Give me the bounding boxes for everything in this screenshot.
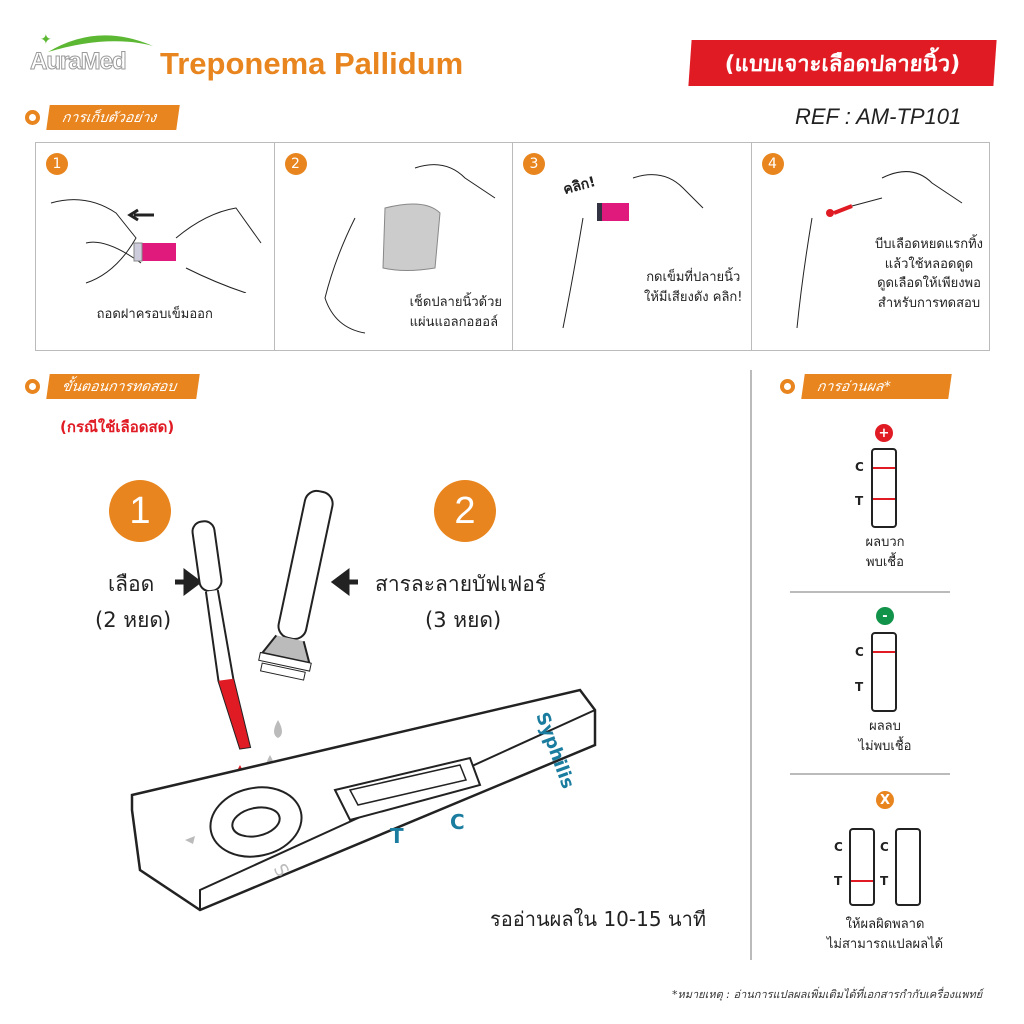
section-header-results: การอ่านผล* (780, 374, 953, 399)
procedure-subheading: (กรณีใช้เลือดสด) (60, 418, 175, 436)
step-caption: บีบเลือดหยดแรกทิ้งแล้วใช้หลอดดูดดูดเลือด… (875, 237, 983, 311)
step-number: 3 (523, 153, 545, 175)
section-title: ขั้นตอนการทดสอบ (46, 374, 200, 399)
buffer-label: สารละลายบัฟเฟอร์ (375, 572, 547, 596)
c-label: C (855, 460, 864, 474)
t-label: T (855, 680, 864, 694)
step-caption: ถอดฝาครอบเข็มออก (96, 307, 213, 322)
t-label: T (880, 874, 889, 888)
method-badge: (แบบเจาะเลือดปลายนิ้ว) (688, 40, 997, 86)
procedure-step-1-number: 1 (109, 480, 171, 542)
arrow-right-icon (175, 568, 203, 596)
logo: AuraMed (30, 48, 128, 76)
bullet-icon (780, 379, 795, 394)
negative-strip (871, 632, 897, 712)
blood-amount: (2 หยด) (95, 608, 172, 632)
svg-text:✦: ✦ (40, 32, 52, 48)
lancet-press-illustration (562, 174, 704, 329)
buffer-amount: (3 หยด) (425, 608, 502, 632)
positive-icon: + (875, 424, 893, 442)
positive-caption: ผลบวกพบเชื้อ (865, 535, 905, 570)
step-number: 4 (761, 153, 784, 175)
c-label: C (880, 840, 889, 854)
arrow-left-icon (330, 568, 358, 596)
step-caption: เช็ดปลายนิ้วด้วยแผ่นแอลกอฮอล์ (409, 295, 502, 330)
blood-dropper (191, 520, 252, 750)
section-title: การอ่านผล* (801, 374, 953, 399)
invalid-caption: ให้ผลผิดพลาดไม่สามารถแปลผลได้ (826, 917, 944, 952)
ref-code: REF : AM-TP101 (795, 104, 962, 129)
section-header-collection: การเก็บตัวอย่าง (25, 105, 181, 130)
step-caption: กดเข็มที่ปลายนิ้วให้มีเสียงดัง คลิก! (644, 270, 743, 305)
cassette-t-label: T (390, 824, 404, 848)
page-title: Treponema Pallidum (160, 46, 464, 81)
collection-step-2: 2 เช็ดปลายนิ้วด้วยแผ่นแอลกอฮอล์ (275, 143, 513, 350)
step-number: 1 (46, 153, 68, 175)
divider (790, 591, 950, 593)
negative-caption: ผลลบไม่พบเชื้อ (858, 719, 912, 754)
procedure-step-2-number: 2 (434, 480, 496, 542)
collection-step-3: 3 คลิก! กดเข็มที่ปลายนิ้วให้มีเสียงดัง ค… (513, 143, 752, 350)
invalid-strip-2 (895, 828, 921, 906)
divider (750, 370, 752, 960)
blood-draw-illustration (796, 171, 962, 329)
test-procedure-illustration (130, 489, 597, 912)
test-cassette (130, 688, 597, 912)
bullet-icon (25, 110, 40, 125)
t-label: T (834, 874, 843, 888)
footnote: *หมายเหตุ : อ่านการแปลผลเพิ่มเติมได้ที่เ… (672, 988, 983, 1001)
logo-swoosh-icon: ✦ (40, 32, 153, 52)
collection-step-1: 1 ถอดฝาครอบเข็มออก (36, 143, 275, 350)
section-title: การเก็บตัวอย่าง (46, 105, 181, 130)
section-header-procedure: ขั้นตอนการทดสอบ (25, 374, 200, 399)
c-label: C (855, 645, 864, 659)
negative-icon: - (876, 607, 894, 625)
invalid-strip-1 (849, 828, 875, 906)
collection-step-4: 4 บีบเลือดหยดแรกทิ้งแล้วใช้หลอดดูดดูดเลื… (752, 143, 990, 350)
blood-label: เลือด (108, 572, 155, 596)
wait-time: รออ่านผลใน 10-15 นาที (490, 907, 706, 931)
divider (790, 773, 950, 775)
buffer-bottle (258, 489, 334, 681)
remove-cap-illustration (50, 199, 262, 293)
c-label: C (834, 840, 843, 854)
bullet-icon (25, 379, 40, 394)
alcohol-swab-illustration (323, 164, 495, 334)
collection-steps: 1 ถอดฝาครอบเข็มออก 2 เช็ดปลายนิ้วด้วยแผ่… (35, 142, 990, 351)
positive-strip (871, 448, 897, 528)
cassette-c-label: C (450, 810, 465, 834)
invalid-icon: X (876, 791, 894, 809)
step-number: 2 (284, 153, 307, 175)
t-label: T (855, 494, 864, 508)
